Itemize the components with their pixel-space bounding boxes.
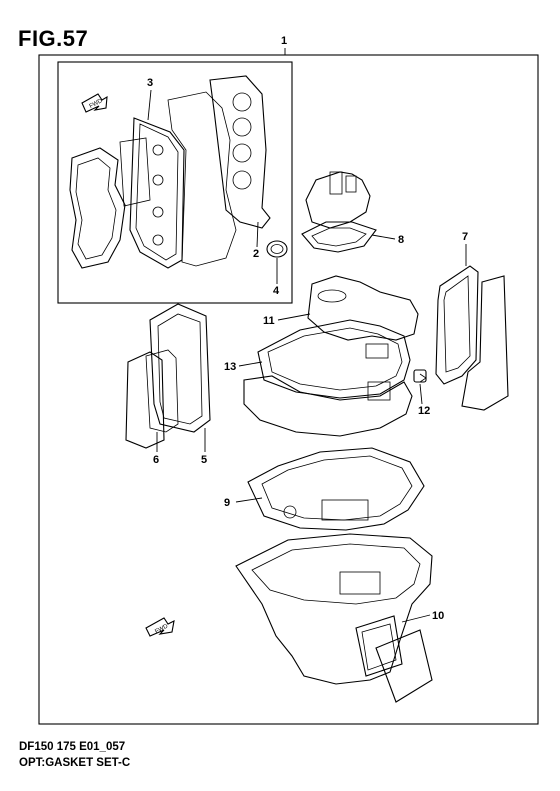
outer-frame	[38, 54, 539, 725]
callout-4: 4	[273, 285, 280, 297]
callout-3: 3	[147, 77, 153, 89]
subassembly-box	[57, 61, 293, 304]
callout-10: 10	[432, 610, 444, 622]
callout-12: 12	[418, 405, 430, 417]
callout-11: 11	[263, 315, 275, 327]
callout-2: 2	[253, 248, 259, 260]
callout-13: 13	[224, 361, 236, 373]
callout-9: 9	[224, 497, 230, 509]
callout-5: 5	[201, 454, 207, 466]
small-seal-group	[413, 369, 427, 383]
fwd-arrow-top: FWD	[81, 93, 108, 113]
callout-7: 7	[462, 231, 468, 243]
side-cover-gasket-group	[435, 265, 509, 411]
callout-1: 1	[281, 35, 287, 47]
thermostat-housing-group	[301, 171, 377, 253]
model-code: DF150 175 E01_057	[19, 741, 126, 753]
exhaust-cover-gasket-group	[125, 303, 211, 449]
crankcase-gasket-group	[243, 275, 419, 437]
figure-title: FIG.57	[18, 26, 89, 51]
callout-6: 6	[153, 454, 159, 466]
mounting-gasket-group	[247, 447, 425, 531]
drive-shaft-housing-group	[235, 533, 433, 703]
callout-8: 8	[398, 234, 404, 246]
figure-caption: OPT:GASKET SET-C	[19, 757, 131, 769]
cylinder-head-gasket-group	[69, 75, 288, 269]
fwd-arrow-bottom: FWD	[145, 617, 175, 637]
